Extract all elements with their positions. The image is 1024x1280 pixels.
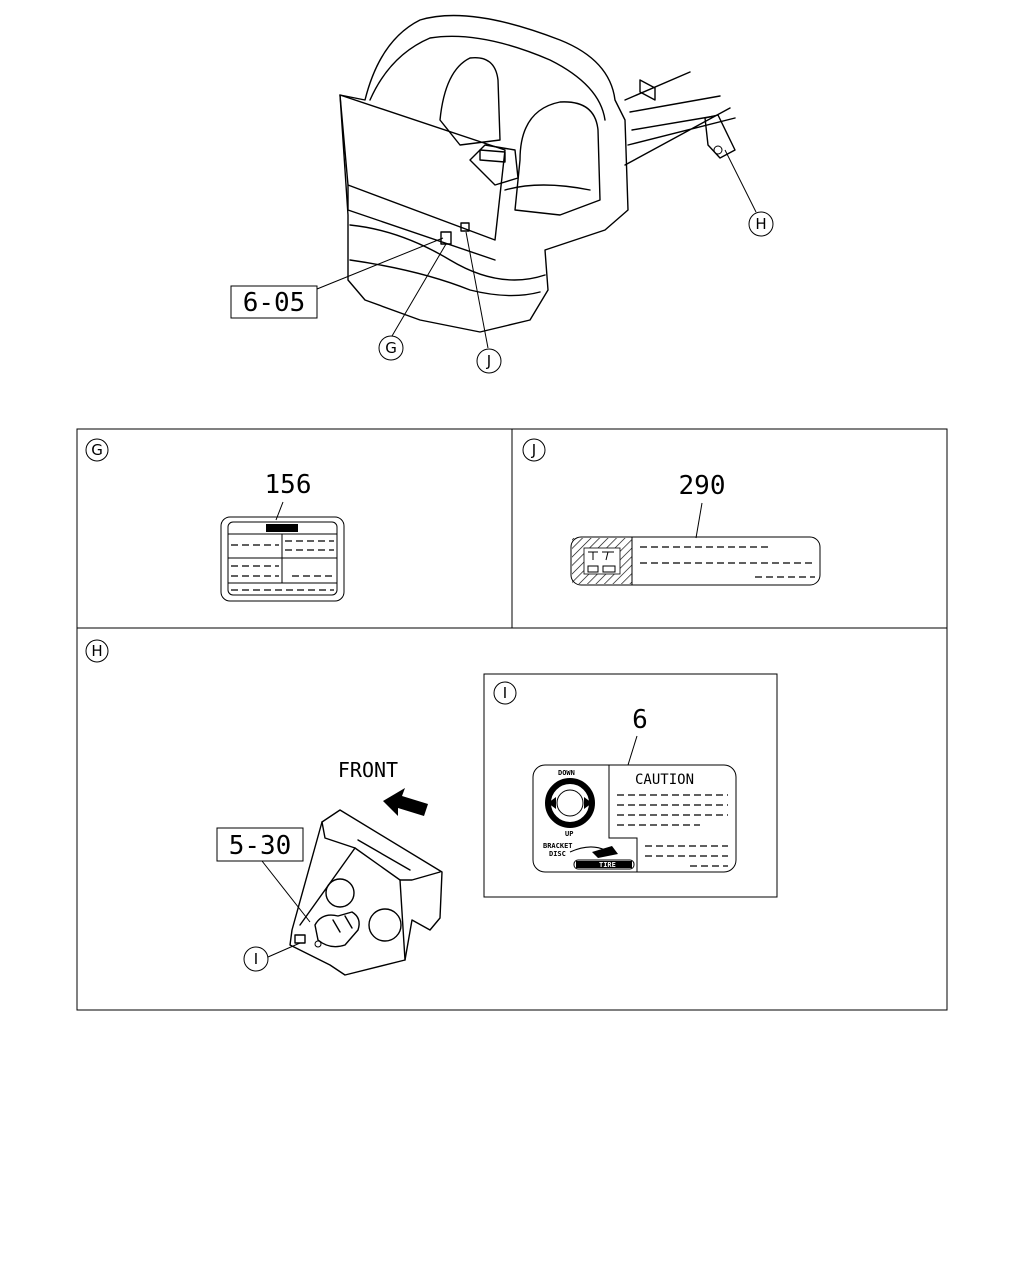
panel-h-letter: H — [85, 639, 109, 663]
svg-text:J: J — [486, 352, 491, 370]
leader-i-small — [267, 942, 301, 958]
callout-i-small[interactable]: I — [243, 946, 269, 972]
callout-h[interactable]: H — [748, 211, 774, 237]
label-6-caution-illustration: CAUTION DOWN UP BRACKET DISC TIRE — [532, 764, 737, 873]
part-number-6[interactable]: 6 — [632, 705, 648, 735]
svg-text:I: I — [254, 950, 258, 968]
panel-i-letter: I — [493, 681, 517, 705]
svg-text:6-05: 6-05 — [243, 288, 306, 318]
panel-i-frame — [483, 673, 778, 898]
svg-text:G: G — [91, 441, 103, 459]
leader-6 — [627, 735, 638, 766]
ref-box-6-05[interactable]: 6-05 — [230, 285, 318, 319]
part-number-290[interactable]: 290 — [679, 471, 726, 501]
leader-290 — [695, 502, 703, 539]
leader-h — [724, 149, 757, 213]
svg-text:UP: UP — [565, 830, 573, 838]
svg-text:5-30: 5-30 — [229, 831, 292, 861]
front-label: FRONT — [338, 758, 398, 782]
leader-g — [391, 243, 447, 337]
bracket-illustration — [289, 809, 443, 976]
callout-g[interactable]: G — [378, 335, 404, 361]
svg-text:BRACKET: BRACKET — [543, 842, 573, 850]
svg-text:DISC: DISC — [549, 850, 566, 858]
leader-6-05 — [316, 237, 444, 290]
leader-5-30 — [261, 860, 311, 923]
svg-text:DOWN: DOWN — [558, 769, 575, 777]
svg-text:H: H — [91, 642, 102, 660]
svg-text:I: I — [503, 684, 507, 702]
svg-text:CAUTION: CAUTION — [635, 772, 694, 788]
label-290-illustration — [570, 536, 821, 586]
svg-text:H: H — [755, 215, 766, 233]
svg-text:TIRE: TIRE — [599, 861, 616, 869]
panel-j-letter: J — [522, 438, 546, 462]
cab-overview-illustration — [339, 14, 736, 333]
part-number-156[interactable]: 156 — [265, 470, 312, 500]
front-arrow-icon — [383, 788, 428, 816]
svg-text:J: J — [531, 441, 536, 459]
callout-j[interactable]: J — [476, 348, 502, 374]
panel-g-letter: G — [85, 438, 109, 462]
leader-j — [465, 231, 489, 349]
ref-box-5-30[interactable]: 5-30 — [216, 827, 304, 862]
label-156-illustration — [220, 516, 345, 602]
svg-text:G: G — [385, 339, 397, 357]
